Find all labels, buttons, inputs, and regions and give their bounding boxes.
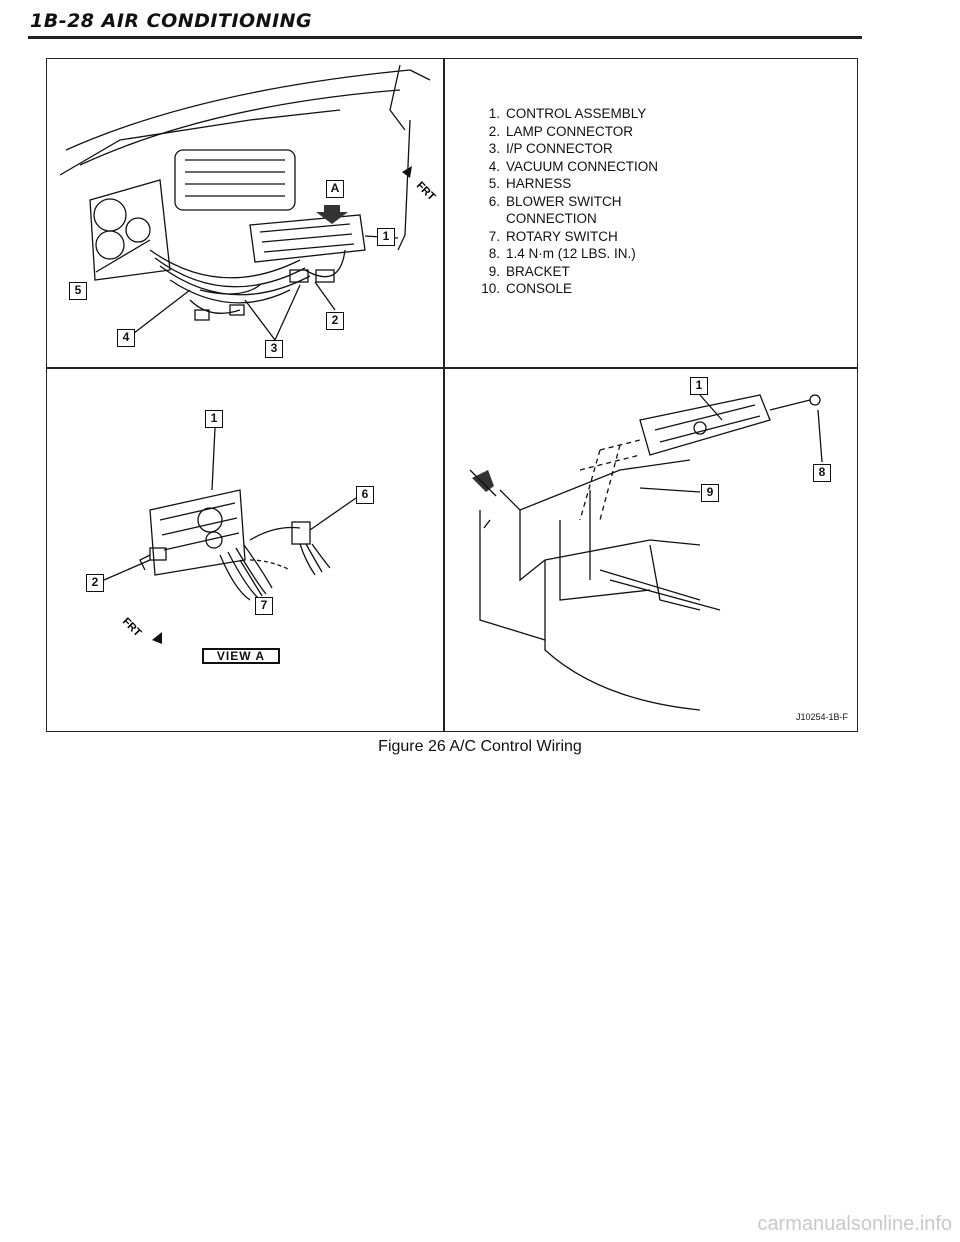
legend-item: 2.LAMP CONNECTOR — [488, 123, 634, 139]
legend-item: 5.HARNESS — [488, 176, 572, 191]
legend-item: 7.ROTARY SWITCH — [488, 228, 618, 244]
parts-legend: 1.CONTROL ASSEMBLY 2.LAMP CONNECTOR 3.I/… — [480, 105, 726, 298]
callout-7-view-a: 7 — [255, 597, 273, 615]
legend-item: 1.CONTROL ASSEMBLY — [488, 106, 647, 121]
catalog-number: J10254-1B-F — [795, 712, 848, 722]
panel-divider-vertical — [443, 59, 445, 731]
view-a-label: VIEW A — [202, 648, 280, 664]
callout-1-console: 1 — [690, 377, 708, 395]
figure-frame — [46, 58, 858, 732]
callout-8-console: 8 — [813, 464, 831, 482]
callout-1-view-a: 1 — [205, 410, 223, 428]
callout-2-top: 2 — [326, 312, 344, 330]
legend-item: 4.VACUUM CONNECTION — [488, 158, 659, 174]
callout-4-top: 4 — [117, 329, 135, 347]
header-rule — [28, 36, 862, 39]
legend-item: 9.BRACKET — [488, 263, 570, 279]
callout-5-top: 5 — [69, 282, 87, 300]
figure-caption: Figure 26 A/C Control Wiring — [378, 738, 582, 755]
legend-item: 10.CONSOLE — [481, 281, 573, 296]
panel-divider-horizontal — [47, 367, 857, 369]
callout-9-console: 9 — [701, 484, 719, 502]
page-header: 1B-28 AIR CONDITIONING — [30, 10, 313, 32]
callout-6-view-a: 6 — [356, 486, 374, 504]
legend-item: 8.1.4 N·m (12 LBS. IN.) — [488, 246, 636, 261]
callout-3-top: 3 — [265, 340, 283, 358]
callout-a-view-ref: A — [326, 180, 344, 198]
legend-item: 3.I/P CONNECTOR — [488, 141, 613, 156]
callout-2-view-a: 2 — [86, 574, 104, 592]
callout-1-top: 1 — [377, 228, 395, 246]
watermark: carmanualsonline.info — [757, 1213, 952, 1235]
